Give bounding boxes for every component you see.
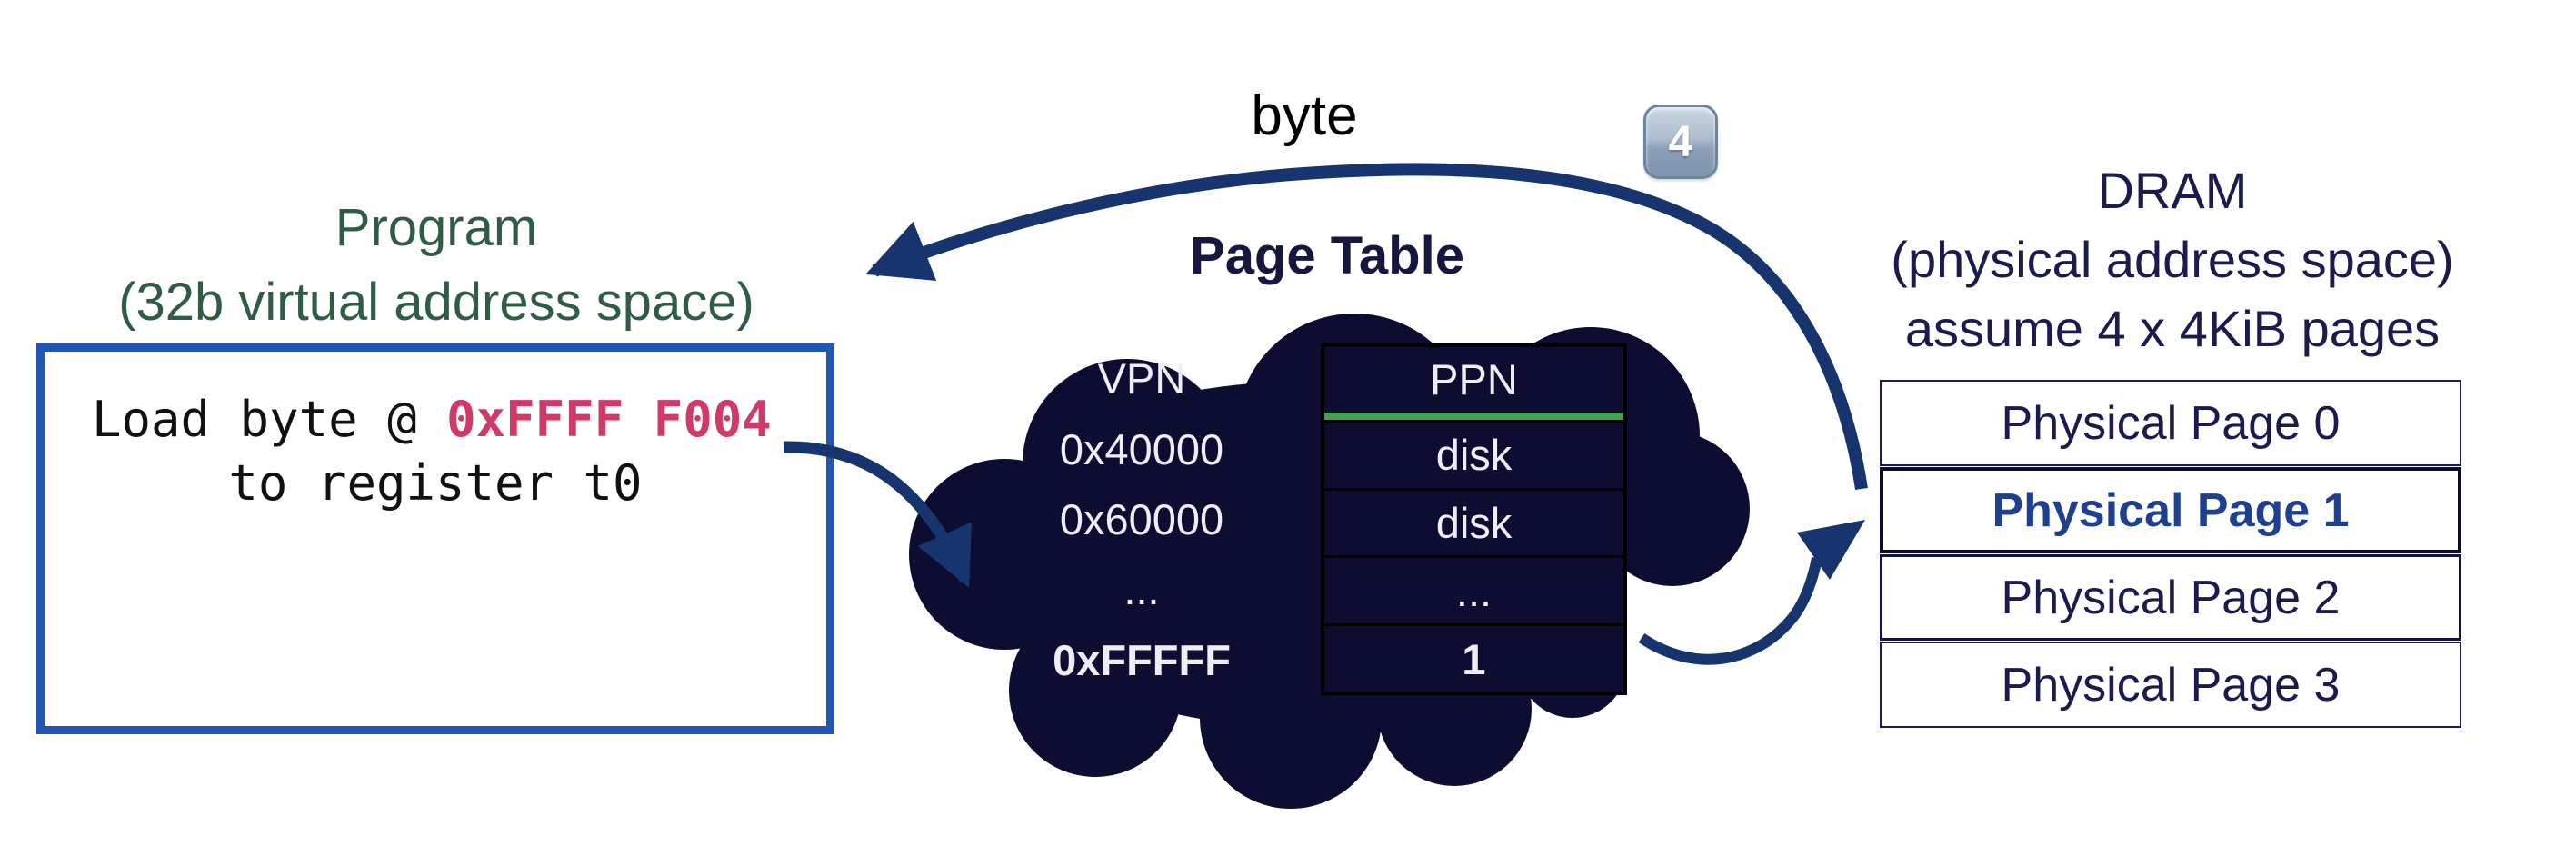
dram-table: Physical Page 0 Physical Page 1 Physical… <box>1880 380 2461 729</box>
ppn-row-1: disk <box>1324 487 1623 556</box>
program-title: Program (32b virtual address space) <box>0 191 873 340</box>
byte-label: byte <box>1251 85 1358 147</box>
ppn-header: PPN <box>1324 347 1623 420</box>
vpn-row-3: 0xFFFFF <box>1053 635 1231 684</box>
dram-title-line3: assume 4 x 4KiB pages <box>1904 300 2441 357</box>
ppn-row-ellipsis: ... <box>1324 555 1623 623</box>
vpn-row-1: 0x60000 <box>1059 494 1224 543</box>
keycap-4-badge: 4 <box>1643 105 1718 179</box>
vpn-header: VPN <box>1097 354 1186 403</box>
physical-page-row-2: Physical Page 2 <box>1880 554 2461 641</box>
ppn-row-3: 1 <box>1324 623 1623 692</box>
load-instruction-line2: to register t0 <box>228 454 643 512</box>
vpn-row-0: 0x40000 <box>1059 424 1224 473</box>
program-title-line2: (32b virtual address space) <box>118 273 754 332</box>
program-box: Load byte @ 0xFFFF F004 to register t0 <box>36 343 834 734</box>
keycap-4-digit: 4 <box>1668 117 1693 166</box>
program-title-line1: Program <box>334 198 538 257</box>
physical-page-row-3: Physical Page 3 <box>1880 642 2461 728</box>
ppn-table: PPN disk disk ... 1 <box>1321 343 1627 695</box>
virtual-address-value: 0xFFFF F004 <box>446 391 772 448</box>
dram-title: DRAM (physical address space) assume 4 x… <box>1827 156 2518 363</box>
load-instruction-prefix: Load byte @ <box>92 391 447 448</box>
physical-page-row-0: Physical Page 0 <box>1880 380 2461 466</box>
ppn-to-dram-arrowhead <box>1797 520 1865 580</box>
dram-title-line2: (physical address space) <box>1891 231 2454 288</box>
dram-title-line1: DRAM <box>2097 162 2248 219</box>
ppn-row-0: disk <box>1324 419 1623 488</box>
page-table-title: Page Table <box>1190 226 1464 285</box>
load-instruction: Load byte @ 0xFFFF F004 <box>45 352 826 452</box>
physical-page-row-1-highlighted: Physical Page 1 <box>1880 467 2461 553</box>
vpn-column: VPN 0x40000 0x60000 ... 0xFFFFF <box>987 343 1296 695</box>
vpn-row-ellipsis: ... <box>1123 565 1160 614</box>
